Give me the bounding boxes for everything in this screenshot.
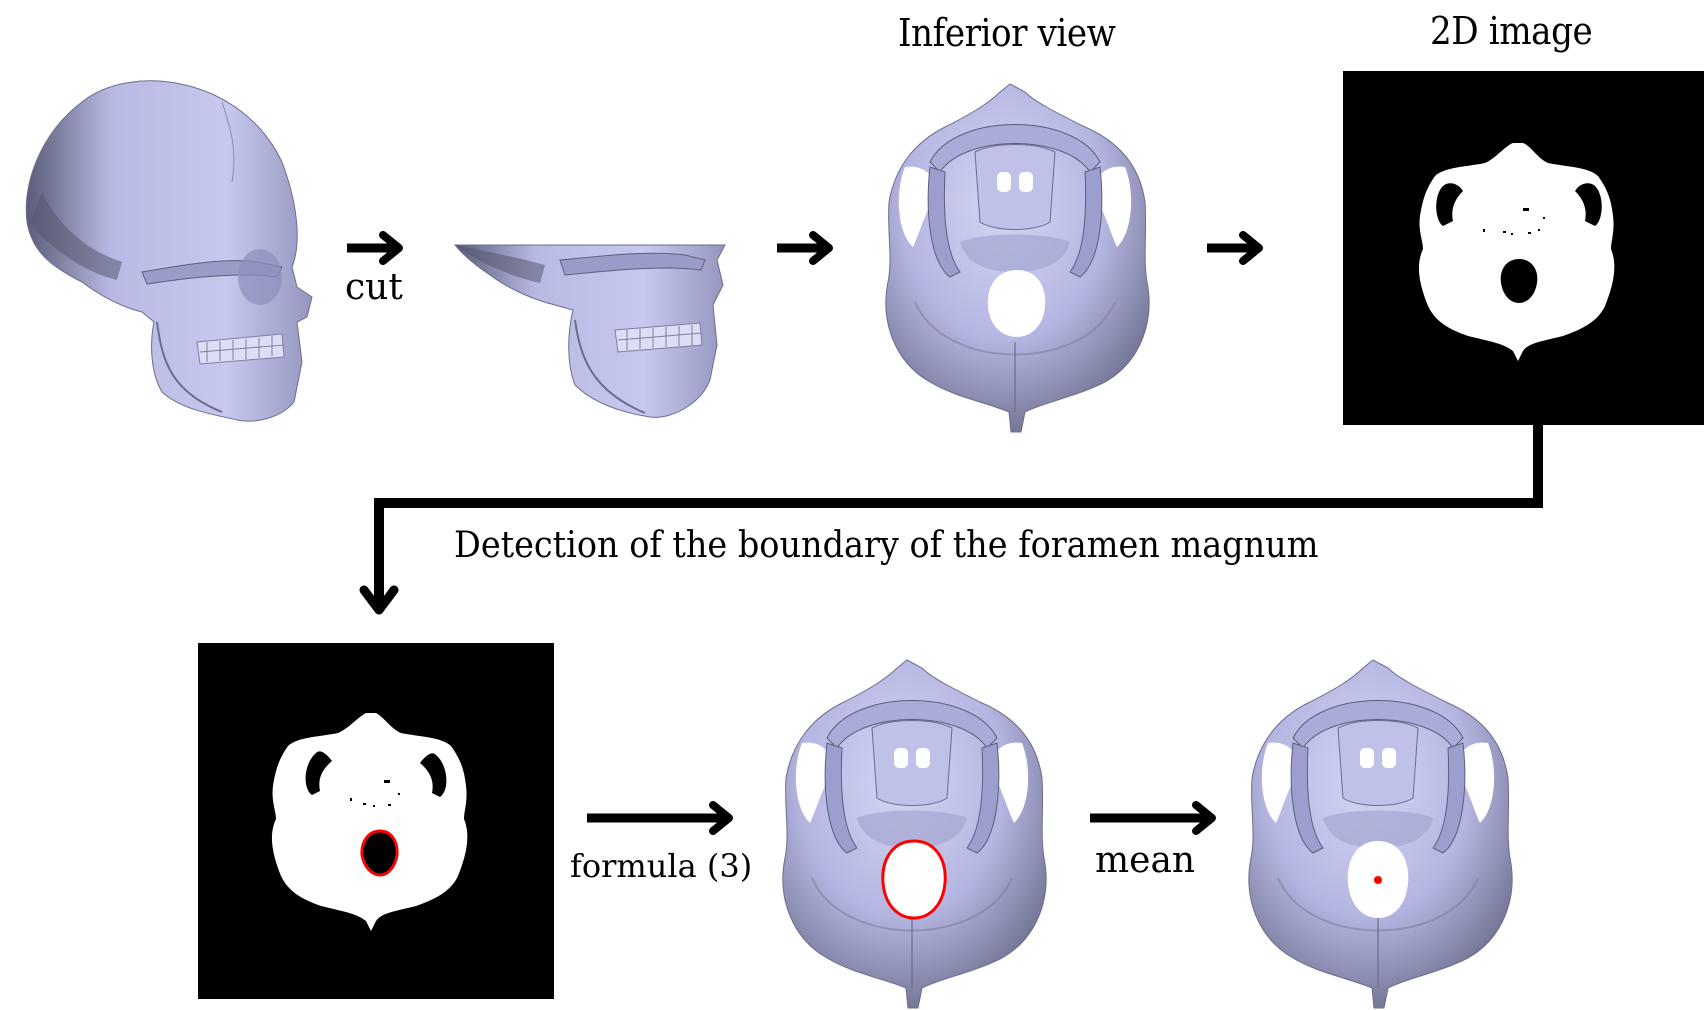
cut-skull-image	[453, 244, 726, 425]
formula-label: formula (3)	[570, 847, 753, 885]
binary-image-panel	[1343, 71, 1704, 425]
skull-mean-image	[1247, 648, 1514, 1010]
arrow-cut	[345, 230, 405, 266]
boundary-detection-caption: Detection of the boundary of the foramen…	[454, 525, 1319, 566]
mean-label: mean	[1095, 840, 1196, 881]
inferior-view-image	[884, 72, 1151, 434]
lateral-skull-image	[22, 72, 313, 424]
inferior-view-title: Inferior view	[898, 11, 1116, 55]
arrow-mean	[1088, 800, 1218, 836]
arrow-to-2d-image	[1205, 230, 1265, 266]
mean-point	[1374, 876, 1382, 884]
binary-boundary-panel	[198, 643, 554, 999]
connector-arrow	[359, 425, 1550, 625]
arrow-formula	[585, 800, 735, 836]
skull-boundary-image	[781, 648, 1048, 1010]
arrow-to-inferior-view	[775, 230, 835, 266]
2d-image-title: 2D image	[1430, 9, 1593, 53]
cut-label: cut	[345, 267, 403, 308]
